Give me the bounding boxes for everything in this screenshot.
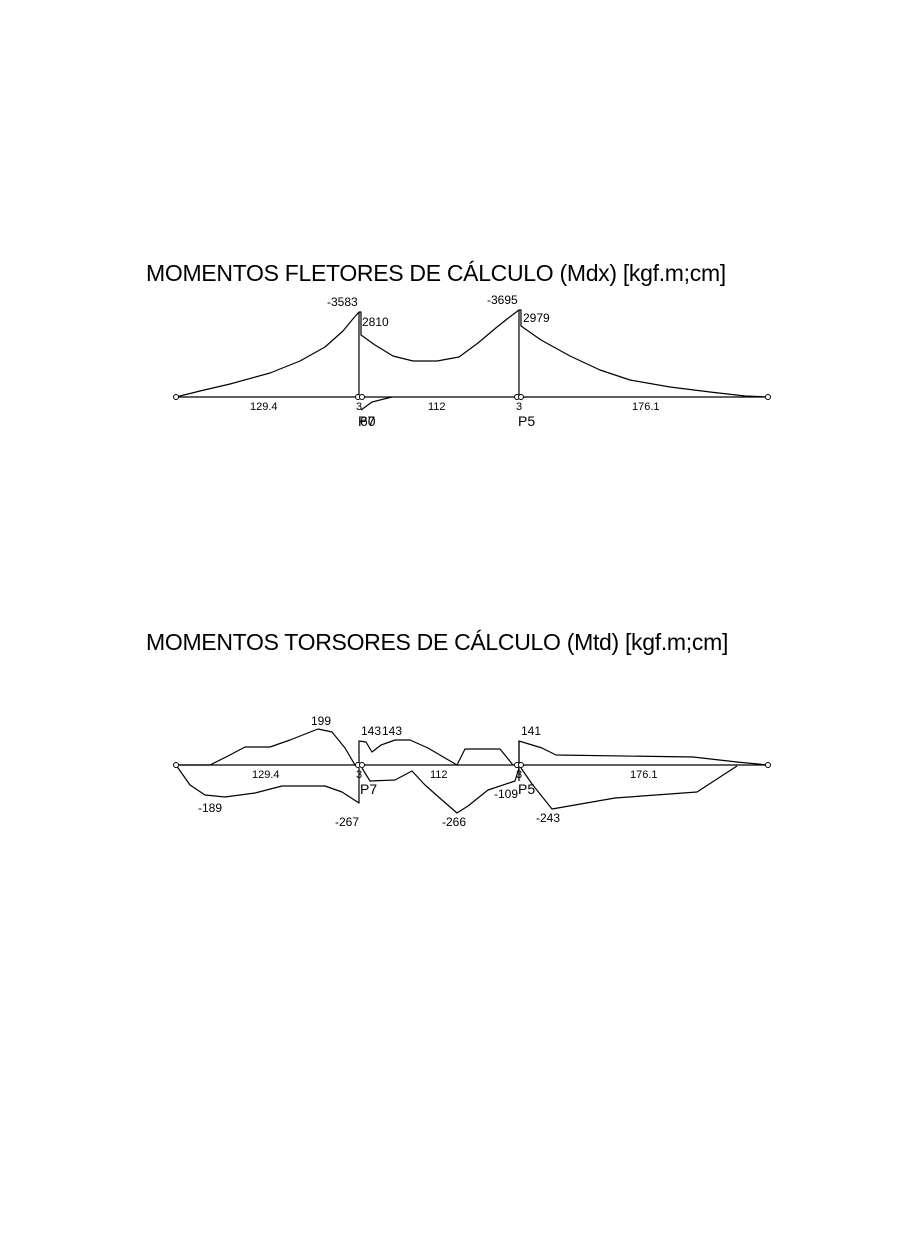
span-length-label: 112 (428, 401, 446, 413)
node-number-label: 3 (516, 769, 522, 781)
span-length-label: 176.1 (630, 769, 658, 781)
torsion-value-label: -189 (198, 801, 222, 815)
torsion-positive-curve (518, 740, 769, 766)
node-number-label: 3 (516, 401, 522, 413)
torsion-positive-curve (358, 739, 514, 766)
torsion-value-label: 143 (382, 724, 402, 738)
torsion-negative-curve (520, 765, 738, 810)
torsion-value-label: 141 (521, 724, 541, 738)
support-detail-line (360, 396, 393, 411)
beam-node (765, 394, 771, 400)
beam-node (765, 762, 771, 768)
moment-value-label: -3695 (487, 293, 518, 307)
beam-node (359, 762, 365, 768)
beam-node (518, 762, 524, 768)
support-label: P7 (358, 413, 375, 429)
span-length-label: 176.1 (632, 401, 660, 413)
support-label: P5 (518, 413, 535, 429)
span-length-label: 129.4 (252, 769, 280, 781)
overlap-value-label: 60 (360, 413, 376, 429)
support-label: P7 (360, 781, 377, 797)
torsion-negative-curve (175, 764, 360, 804)
bending-moment-title: MOMENTOS FLETORES DE CÁLCULO (Mdx) [kgf.… (146, 260, 726, 286)
beam-node (359, 394, 365, 400)
torsion-value-label: -267 (335, 815, 359, 829)
beam-node (518, 394, 524, 400)
beam-node (173, 762, 179, 768)
bending-moment-diagram: MOMENTOS FLETORES DE CÁLCULO (Mdx) [kgf.… (146, 260, 771, 429)
torsional-moment-diagram: MOMENTOS TORSORES DE CÁLCULO (Mtd) [kgf.… (146, 629, 771, 829)
moment-value-label: 2979 (523, 311, 550, 325)
torsion-value-label: -266 (442, 815, 466, 829)
torsional-moment-title: MOMENTOS TORSORES DE CÁLCULO (Mtd) [kgf.… (146, 629, 728, 655)
torsion-positive-curve (176, 728, 356, 766)
beam-node (173, 394, 179, 400)
bending-moment-curve (175, 309, 769, 398)
span-length-label: 129.4 (250, 401, 278, 413)
torsion-value-label: 199 (311, 714, 331, 728)
torsion-value-label: -109 (494, 787, 518, 801)
support-label: P5 (518, 781, 535, 797)
span-length-label: 112 (430, 769, 448, 781)
node-number-label: 3 (356, 401, 362, 413)
torsion-negative-curve (361, 767, 520, 814)
torsion-value-label: -243 (536, 811, 560, 825)
torsion-value-label: 143 (361, 724, 381, 738)
moment-value-label: -3583 (327, 295, 358, 309)
node-number-label: 3 (356, 769, 362, 781)
moment-value-label: 2810 (362, 315, 389, 329)
